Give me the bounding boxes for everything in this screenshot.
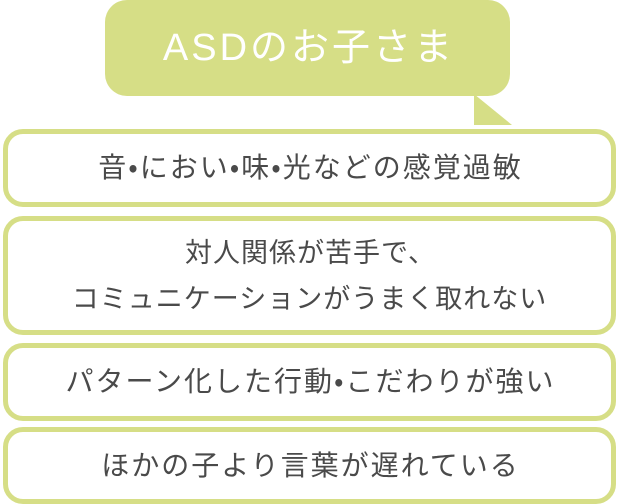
statement-box-4: ほかの子より言葉が遅れている bbox=[3, 427, 616, 504]
page-title: ASDのお子さま bbox=[162, 27, 456, 69]
statement-box-3: パターン化した行動・こだわりが強い bbox=[3, 343, 616, 421]
statement-text-1: 音・におい・味・光などの感覚過敏 bbox=[98, 152, 523, 183]
title-bubble: ASDのお子さま bbox=[105, 0, 510, 96]
statement-text-4: ほかの子より言葉が遅れている bbox=[101, 449, 520, 481]
statement-text-2: 対人関係が苦手で、 コミュニケーションがうまく取れない bbox=[71, 237, 548, 314]
statement-box-2: 対人関係が苦手で、 コミュニケーションがうまく取れない bbox=[3, 216, 616, 335]
statement-text-3: パターン化した行動・こだわりが強い bbox=[65, 366, 556, 397]
title-bubble-tail bbox=[474, 94, 512, 125]
statement-box-1: 音・におい・味・光などの感覚過敏 bbox=[3, 129, 616, 207]
